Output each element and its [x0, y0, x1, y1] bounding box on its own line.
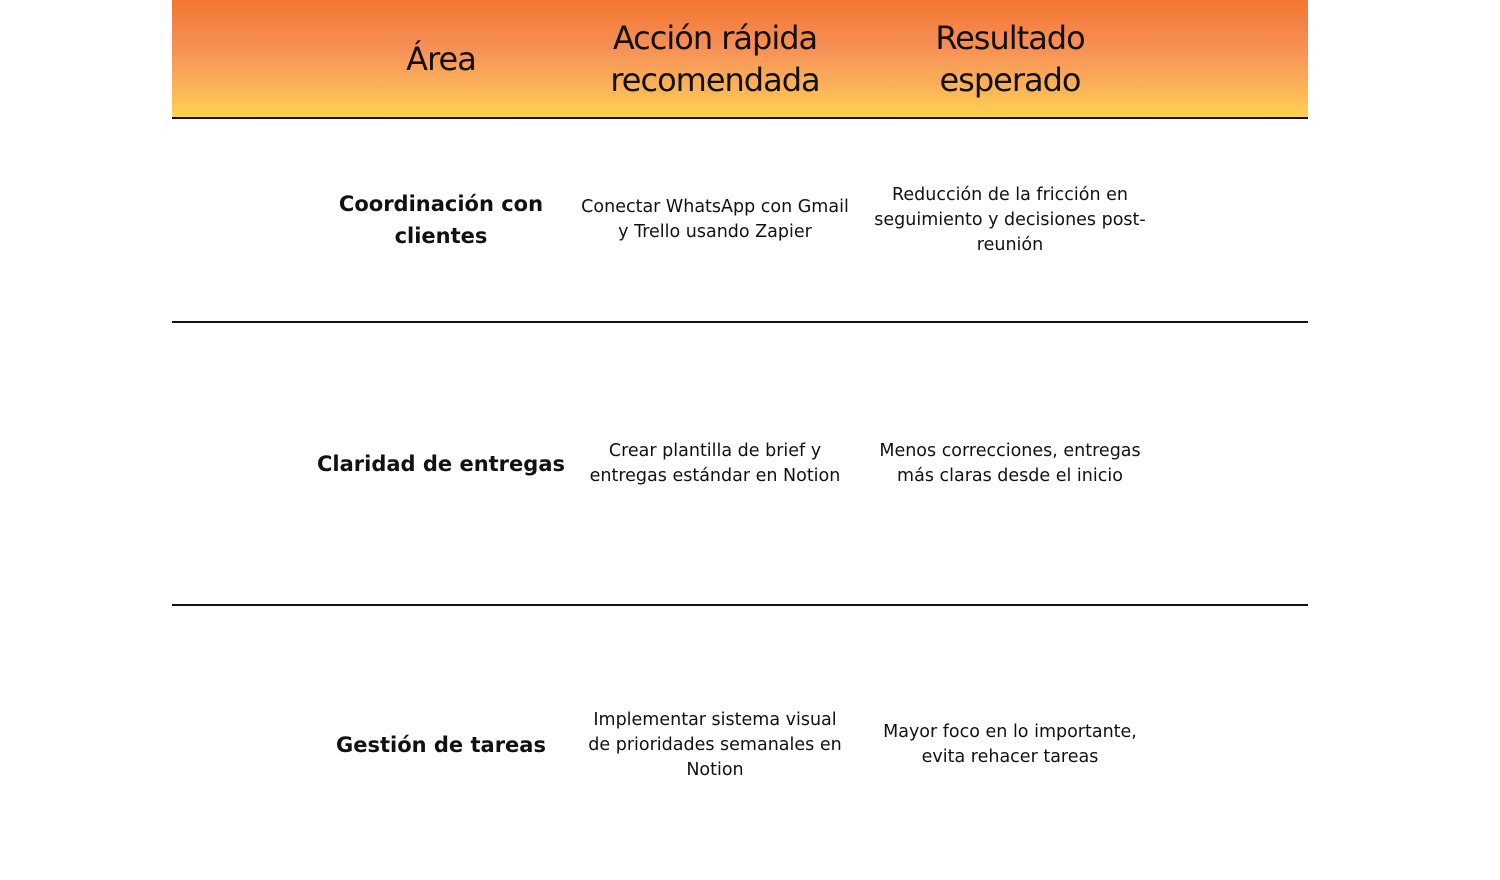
- table-row-1-result: Reducción de la fricción en seguimiento …: [862, 119, 1158, 321]
- row-divider-1: [172, 321, 1308, 323]
- result-text: Reducción de la fricción en seguimiento …: [874, 184, 1146, 255]
- table-row-3-result: Mayor foco en lo importante, evita rehac…: [862, 606, 1158, 880]
- area-label: Claridad de entregas: [316, 452, 565, 476]
- result-text: Mayor foco en lo importante, evita rehac…: [883, 722, 1137, 767]
- action-text: Conectar WhatsApp con Gmail y Trello usa…: [581, 197, 849, 242]
- table-row-3-action: Implementar sistema visual de prioridade…: [572, 606, 858, 880]
- header-divider: [172, 117, 1308, 119]
- header-result: Resultado esperado: [935, 18, 1085, 99]
- action-text: Implementar sistema visual de prioridade…: [588, 709, 842, 780]
- header-action: Acción rápida recomendada: [610, 18, 820, 99]
- table-row-2-result: Menos correcciones, entregas más claras …: [862, 323, 1158, 605]
- table-row-1-area: Coordinación con clientes: [312, 119, 570, 321]
- table-row-3-area: Gestión de tareas: [312, 606, 570, 880]
- row-divider-2: [172, 604, 1308, 606]
- table-header: [172, 0, 1308, 117]
- action-text: Crear plantilla de brief y entregas está…: [589, 441, 841, 486]
- result-text: Menos correcciones, entregas más claras …: [879, 441, 1141, 486]
- table-row-1-action: Conectar WhatsApp con Gmail y Trello usa…: [572, 119, 858, 321]
- header-area: Área: [406, 39, 477, 78]
- table-row-2-area: Claridad de entregas: [312, 323, 570, 605]
- area-label: Coordinación con clientes: [338, 192, 544, 248]
- area-label: Gestión de tareas: [336, 733, 546, 757]
- table-row-2-action: Crear plantilla de brief y entregas está…: [572, 323, 858, 605]
